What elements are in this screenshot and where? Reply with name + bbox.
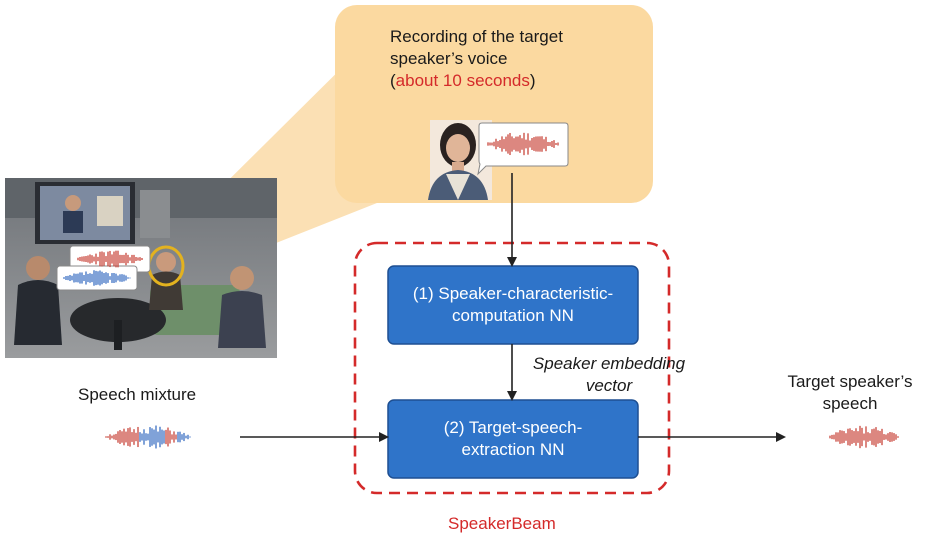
speakerbeam-label: SpeakerBeam bbox=[448, 514, 556, 533]
portrait-wave bbox=[487, 132, 559, 156]
recording-callout-panel bbox=[335, 5, 653, 203]
embedding-line-2: vector bbox=[585, 376, 633, 395]
embedding-line-1: Speaker embedding bbox=[532, 354, 686, 373]
paren-close: ) bbox=[529, 71, 536, 90]
photo-wave-blue bbox=[63, 270, 131, 286]
output-line-1: Target speaker’s bbox=[787, 372, 913, 391]
photo-wave-red bbox=[77, 250, 143, 268]
speech-mixture-label: Speech mixture bbox=[78, 385, 197, 404]
speech-mixture-waveform bbox=[105, 425, 191, 449]
recording-line-1: Recording of the target bbox=[390, 27, 563, 46]
box2-line-1: (2) Target-speech- bbox=[443, 418, 583, 437]
output-line-2: speech bbox=[822, 394, 878, 413]
output-caption: Target speaker’s speech bbox=[775, 371, 925, 415]
recording-duration: about 10 seconds bbox=[395, 71, 530, 90]
recording-line-3: (about 10 seconds) bbox=[390, 70, 563, 92]
target-speech-waveform bbox=[829, 425, 899, 449]
box1-line-2: computation NN bbox=[452, 306, 574, 325]
box1-line-1: (1) Speaker-characteristic- bbox=[412, 284, 614, 303]
box1-label: (1) Speaker-characteristic- computation … bbox=[388, 266, 638, 344]
portrait-speech-bubble bbox=[477, 122, 569, 176]
embedding-caption: Speaker embedding vector bbox=[514, 353, 704, 397]
box2-label: (2) Target-speech- extraction NN bbox=[388, 400, 638, 478]
box2-line-2: extraction NN bbox=[461, 440, 565, 459]
recording-line-2: speaker’s voice bbox=[390, 49, 508, 68]
recording-caption: Recording of the target speaker’s voice … bbox=[390, 26, 563, 92]
paren-open: ( bbox=[390, 71, 396, 90]
meeting-photo bbox=[5, 178, 277, 358]
